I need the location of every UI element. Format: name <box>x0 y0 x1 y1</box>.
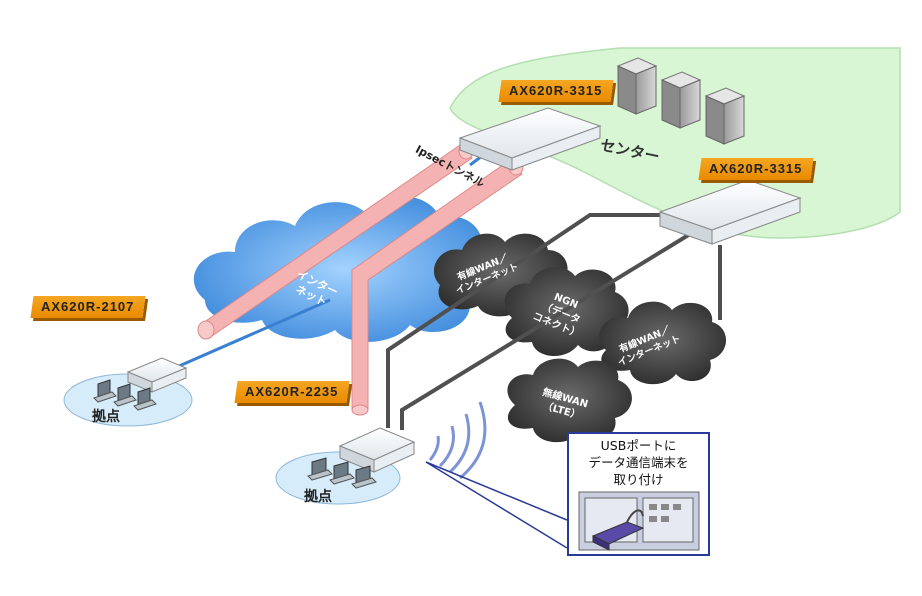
server-icon <box>616 57 658 115</box>
center-router-2-label: AX620R-3315 <box>698 158 814 180</box>
branch-router-1-label: AX620R-2107 <box>30 296 146 318</box>
center-router-1 <box>458 107 602 171</box>
wired-wan-cloud-2 <box>599 301 727 385</box>
wireless-wan-cloud <box>507 358 632 443</box>
pc-icon <box>93 379 117 403</box>
server-icon <box>660 71 702 129</box>
connection-lines <box>386 213 722 430</box>
branch-router-1 <box>126 357 188 393</box>
branch-1-label: 拠点 <box>92 409 120 425</box>
center-router-1-label: AX620R-3315 <box>498 80 614 102</box>
wireless-signal-icon <box>428 401 487 480</box>
pc-icon <box>113 383 137 407</box>
branch-router-2 <box>338 427 416 473</box>
usb-device-photo <box>578 491 700 551</box>
usb-callout: USBポートに データ通信端末を 取り付け <box>567 432 710 556</box>
pc-icon <box>307 457 333 481</box>
center-router-2 <box>658 179 802 245</box>
usb-callout-text: USBポートに データ通信端末を 取り付け <box>588 438 689 487</box>
callout-pointer <box>425 461 568 549</box>
pc-icon <box>351 465 377 489</box>
pc-icon <box>329 461 355 485</box>
pc-icon <box>133 387 157 411</box>
server-icon <box>704 87 746 145</box>
ipsec-tunnel <box>197 142 524 416</box>
branch-2-label: 拠点 <box>304 489 332 505</box>
branch-router-2-label: AX620R-2235 <box>234 381 350 403</box>
